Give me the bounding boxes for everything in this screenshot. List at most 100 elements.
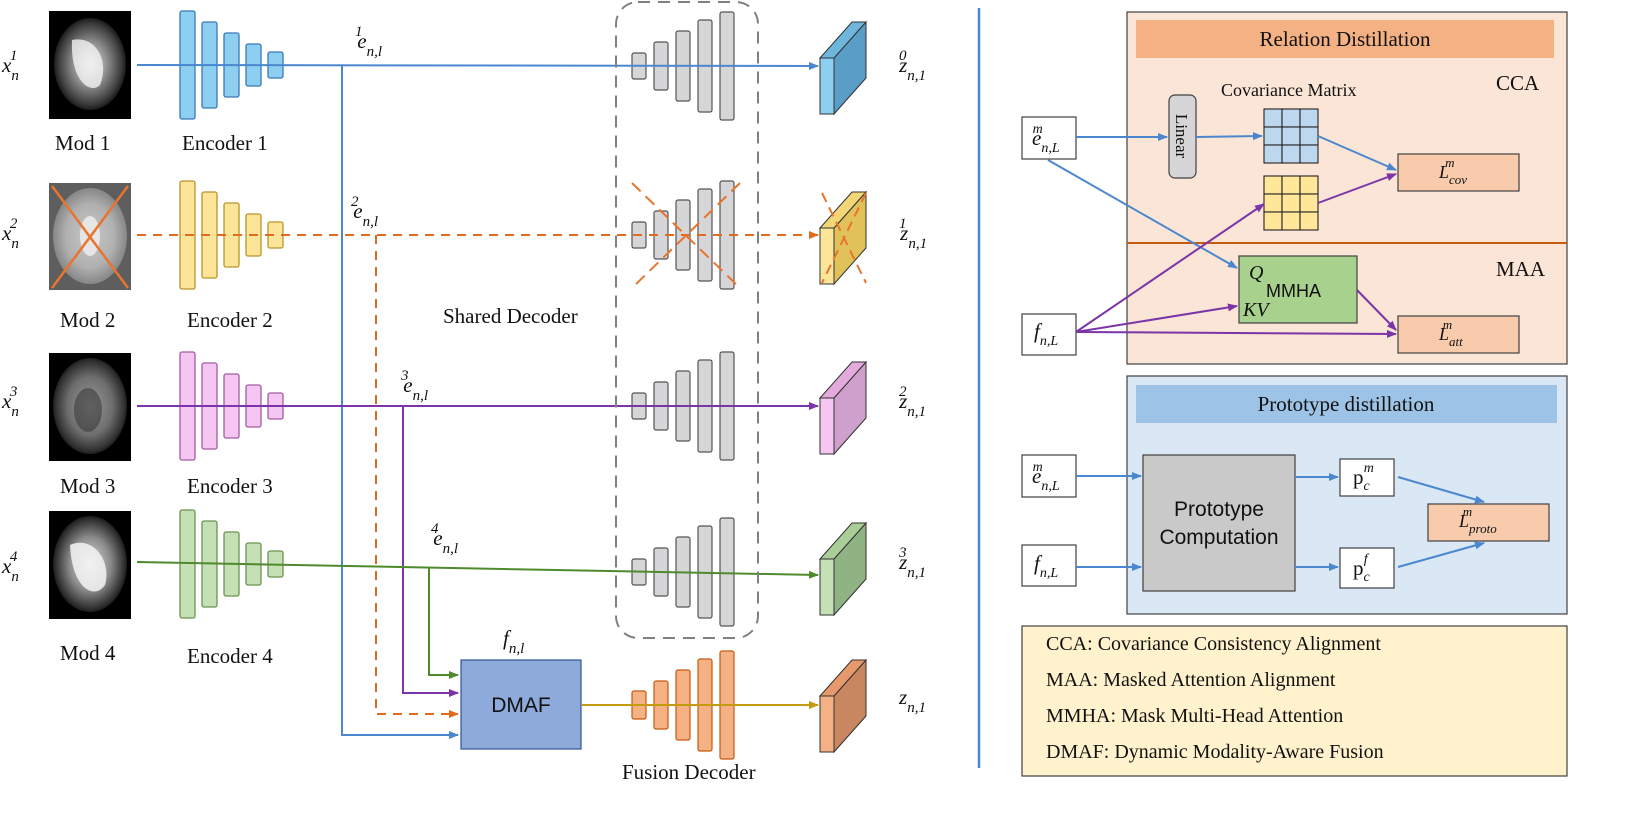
output-label-0: zn,10: [898, 48, 926, 84]
mmha-kv: KV: [1242, 299, 1271, 321]
output-label-1: zn,11: [899, 216, 926, 252]
embed-label-2: en,l2: [351, 194, 378, 230]
cube-0-top: [818, 21, 868, 59]
grid-yellow-cell-0-2: [1299, 175, 1319, 195]
encoder-label-2: Encoder 2: [187, 308, 273, 332]
prototype-m-box: [1339, 458, 1395, 497]
shared-decoder-label: Shared Decoder: [443, 304, 578, 328]
fusion-input-label-prototype: fn,L: [1034, 551, 1058, 581]
prototype-computation-line1: Prototype: [1174, 498, 1264, 521]
cube-1-top: [818, 191, 868, 229]
flow-line-mod1: [136, 61, 819, 70]
covariance-grid-blue: [1263, 108, 1319, 164]
grid-yellow-cell-0-1: [1281, 175, 1301, 195]
linear-label: Linear: [1172, 114, 1191, 159]
grid-yellow-cell-2-1: [1281, 211, 1301, 231]
legend-line-dmaf: DMAF: Dynamic Modality-Aware Fusion: [1046, 741, 1384, 763]
embed-input-label-prototype: en,Lm: [1032, 460, 1060, 494]
missing-decoder-mark-b: [631, 182, 741, 289]
missing-output-mark-b: [821, 192, 867, 284]
loss-cov-box: [1397, 153, 1520, 192]
mri-image-mod1: [49, 11, 131, 119]
legend-line-cca: CCA: Covariance Consistency Alignment: [1046, 633, 1381, 655]
dmaf-box: [460, 659, 582, 750]
grid-yellow-cell-1-0: [1263, 193, 1283, 213]
prototype-title: Prototype distillation: [1258, 392, 1435, 416]
grid-blue-cell-0-2: [1299, 108, 1319, 128]
fusion-decoder-label: Fusion Decoder: [622, 760, 756, 784]
covariance-label: Covariance Matrix: [1221, 80, 1356, 100]
flow-line-mod4: [136, 561, 819, 579]
mod-label-3: Mod 3: [60, 474, 115, 498]
fusion-input-label-relation: fn,L: [1034, 319, 1058, 349]
missing-mark-mod2-b: [50, 185, 130, 289]
cube-4-front: [819, 695, 835, 753]
cube-0-front: [819, 57, 835, 115]
prototype-f-box: [1339, 547, 1395, 589]
legend-line-maa: MAA: Masked Attention Alignment: [1046, 669, 1336, 691]
grid-blue-cell-1-2: [1299, 126, 1319, 146]
input-label-3: xn3: [1, 384, 19, 420]
skip-line-mod4: [428, 567, 459, 679]
prototype-distillation-panel: Prototype distillation en,Lm fn,L Protot…: [1021, 375, 1568, 615]
embed-label-4: en,l4: [431, 521, 458, 557]
skip-line-mod1: [341, 65, 459, 739]
missing-decoder-mark-a: [631, 182, 741, 289]
encoder-label-3: Encoder 3: [187, 474, 273, 498]
cca-tag: CCA: [1496, 71, 1540, 95]
output-cubes: [818, 20, 868, 754]
grid-blue-cell-0-0: [1263, 108, 1283, 128]
cube-2-top: [818, 361, 868, 399]
maa-tag: MAA: [1496, 257, 1546, 281]
mri-image-mod4: [49, 511, 131, 619]
embed-label-1: en,l1: [355, 24, 382, 60]
shared-decoder-box: [615, 1, 759, 639]
cube-4-top: [818, 659, 868, 697]
loss-proto-label: Lprotom: [1458, 504, 1497, 536]
decoder-4-block-5: [719, 517, 735, 627]
relation-distillation-panel: Relation Distillation CCA MAA Covariance…: [1021, 11, 1568, 365]
fusion-feature-label: fn,l: [503, 626, 524, 657]
covariance-grid-yellow: [1263, 175, 1319, 231]
skip-line-mod3: [402, 406, 459, 697]
grid-blue-cell-2-2: [1299, 144, 1319, 164]
grid-blue-cell-2-1: [1281, 144, 1301, 164]
input-label-4: xn4: [1, 549, 19, 585]
skip-line-mod2: [375, 235, 459, 718]
grid-blue-cell-1-0: [1263, 126, 1283, 146]
prototype-computation-box: [1142, 454, 1296, 592]
mod-label-4: Mod 4: [60, 641, 116, 665]
embed-input-label-relation: en,Lm: [1032, 122, 1060, 156]
fusion-input-box-relation: [1021, 313, 1077, 356]
grid-yellow-cell-2-2: [1299, 211, 1319, 231]
fusion-input-box-prototype: [1021, 544, 1077, 587]
embed-label-3: en,l3: [400, 368, 428, 404]
dmaf-label: DMAF: [491, 694, 551, 717]
cube-2-front: [819, 397, 835, 455]
loss-att-label: Lattm: [1438, 317, 1463, 349]
cube-3-front: [819, 558, 835, 616]
loss-att-box: [1397, 315, 1520, 354]
output-label-2: zn,12: [898, 384, 926, 420]
mod-label-1: Mod 1: [55, 131, 110, 155]
mri-image-mod3: [49, 353, 131, 461]
grid-yellow-cell-1-2: [1299, 193, 1319, 213]
fusion-output-label: zn,1: [898, 685, 926, 716]
grid-blue-cell-2-0: [1263, 144, 1283, 164]
prototype-f-label: pcf: [1353, 552, 1371, 585]
input-label-2: xn2: [1, 216, 19, 252]
mmha-label: MMHA: [1266, 281, 1321, 301]
loss-proto-box: [1427, 503, 1550, 542]
legend-line-mmha: MMHA: Mask Multi-Head Attention: [1046, 705, 1343, 727]
grid-yellow-cell-2-0: [1263, 211, 1283, 231]
loss-cov-label: Lcovm: [1438, 155, 1467, 187]
decoders: [631, 11, 735, 760]
mmha-q: Q: [1249, 262, 1264, 284]
cube-3-top: [818, 522, 868, 560]
encoder-label-1: Encoder 1: [182, 131, 268, 155]
legend-box: CCA: Covariance Consistency Alignment MA…: [1021, 625, 1568, 777]
mri-image-mod2: [49, 183, 131, 290]
grid-yellow-cell-1-1: [1281, 193, 1301, 213]
input-label-1: xn1: [1, 48, 19, 84]
